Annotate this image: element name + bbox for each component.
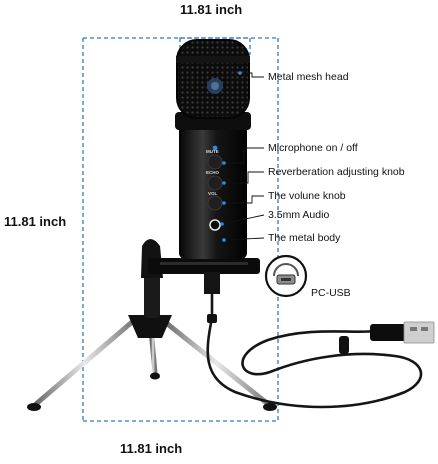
cable-strain-relief xyxy=(207,314,217,323)
usb-port-callout xyxy=(264,254,308,298)
leader-lines xyxy=(221,72,265,241)
top-dimension: 11.81 inch xyxy=(180,2,243,17)
label-usb: PC-USB xyxy=(311,287,351,299)
bottom-dimension: 11.81 inch xyxy=(120,441,183,456)
label-mic-toggle: Microphone on / off xyxy=(268,142,358,154)
volume-knob xyxy=(207,195,223,211)
left-dimension: 11.81 inch xyxy=(4,214,67,229)
label-mesh-head: Metal mesh head xyxy=(268,71,349,83)
label-body: The metal body xyxy=(268,232,341,244)
mount-ring xyxy=(148,258,260,294)
label-audio: 3.5mm Audio xyxy=(268,209,330,221)
status-led-icon xyxy=(212,145,218,151)
mute-text: MUTE xyxy=(206,149,219,154)
ferrite-bead xyxy=(339,336,349,354)
echo-knob xyxy=(207,175,223,191)
tripod-stand xyxy=(27,239,277,411)
leader-dots xyxy=(220,71,242,242)
echo-text: ECHO xyxy=(206,170,220,175)
control-panel: MUTE ECHO VOL xyxy=(206,145,223,231)
usb-cable xyxy=(206,290,423,409)
label-volume: The volune knob xyxy=(268,190,346,202)
microphone xyxy=(175,39,251,259)
label-reverb: Reverberation adjusting knob xyxy=(268,166,405,178)
usb-plug xyxy=(370,321,435,344)
vol-text: VOL xyxy=(208,191,218,196)
mute-button xyxy=(207,154,223,170)
audio-jack-icon xyxy=(209,219,221,231)
